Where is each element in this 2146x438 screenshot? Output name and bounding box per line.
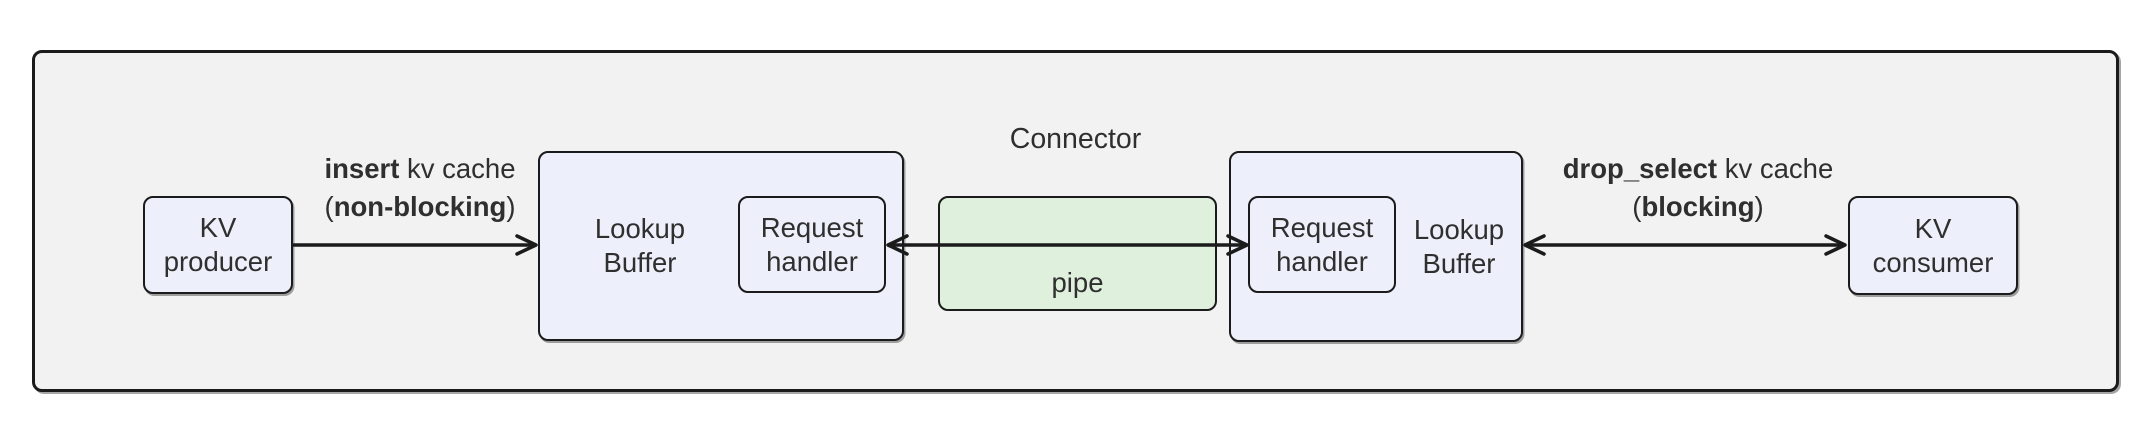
lookup-buffer-left-label: Lookup Buffer xyxy=(594,213,686,278)
insert-edge-label: insert kv cache (non-blocking) xyxy=(280,150,560,226)
lookup-buffer-right-node: Request handler Lookup Buffer xyxy=(1229,151,1523,342)
request-handler-right-label: Request handler xyxy=(1270,211,1374,277)
drop-select-edge-label: drop_select kv cache (blocking) xyxy=(1550,150,1846,226)
request-handler-left-label: Request handler xyxy=(760,211,864,277)
insert-edge-label-line2: (non-blocking) xyxy=(324,191,516,222)
insert-edge-label-line1: insert kv cache xyxy=(324,153,516,184)
kv-producer-label: KV producer xyxy=(163,212,273,277)
lookup-buffer-right-label: Lookup Buffer xyxy=(1413,213,1505,279)
kv-consumer-label: KV consumer xyxy=(1872,212,1994,278)
drop-select-edge-label-line2: (blocking) xyxy=(1632,191,1764,222)
request-handler-right-node: Request handler xyxy=(1248,196,1396,293)
diagram-title: Connector xyxy=(1009,123,1142,155)
request-handler-left-node: Request handler xyxy=(738,196,886,293)
lookup-buffer-left-node: Lookup Buffer Request handler xyxy=(538,151,904,341)
kv-consumer-node: KV consumer xyxy=(1848,196,2018,295)
pipe-node: pipe xyxy=(938,196,1217,311)
drop-select-edge-label-line1: drop_select kv cache xyxy=(1562,153,1834,184)
pipe-label: pipe xyxy=(1051,267,1104,298)
kv-producer-node: KV producer xyxy=(143,196,293,294)
